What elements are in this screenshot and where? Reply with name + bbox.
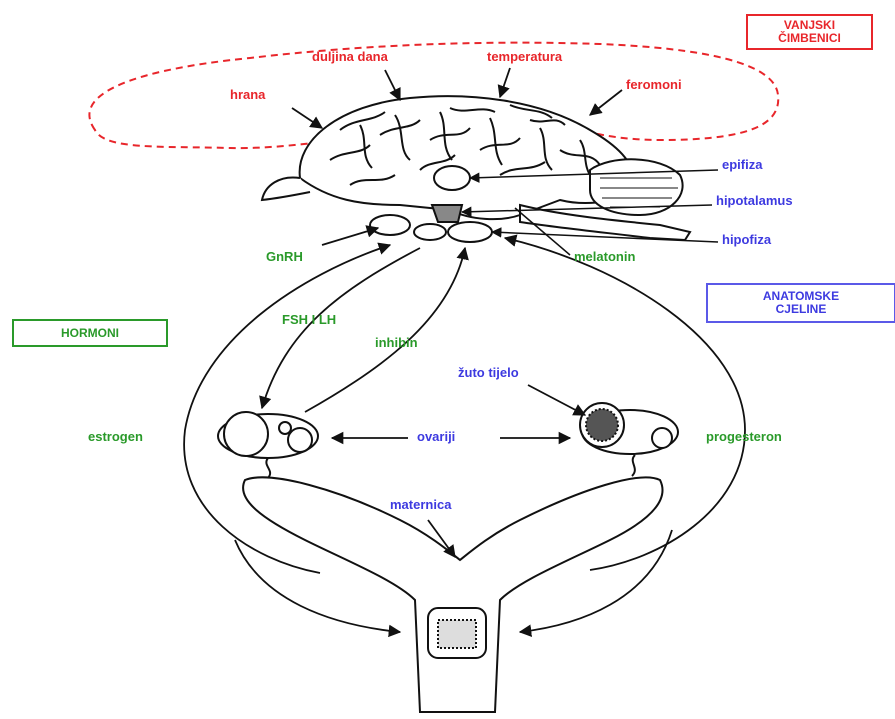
- label-ovaries: ovariji: [417, 430, 455, 443]
- label-pineal: epifiza: [722, 158, 762, 171]
- corpus-luteum-pointer: [528, 385, 585, 415]
- label-gnrh: GnRH: [266, 250, 303, 263]
- corpus-luteum-ovary-icon: [580, 403, 678, 476]
- label-estrogen: estrogen: [88, 430, 143, 443]
- pituitary-ovary-arrows: [262, 248, 465, 412]
- label-food: hrana: [230, 88, 265, 101]
- label-corpus-luteum: žuto tijelo: [458, 366, 519, 379]
- label-temperature: temperatura: [487, 50, 562, 63]
- label-day-length: duljina dana: [312, 50, 388, 63]
- ovary-follicle-icon: [218, 412, 318, 478]
- label-melatonin: melatonin: [574, 250, 635, 263]
- label-uterus: maternica: [390, 498, 451, 511]
- uterus-illustration: [243, 477, 662, 712]
- legend-hormones: HORMONI: [12, 319, 168, 347]
- gnrh-arrow: [322, 228, 378, 245]
- label-progesterone: progesteron: [706, 430, 782, 443]
- label-fsh-lh: FSH I LH: [282, 313, 336, 326]
- label-hypothalamus: hipotalamus: [716, 194, 793, 207]
- label-inhibin: inhibin: [375, 336, 418, 349]
- label-pituitary: hipofiza: [722, 233, 771, 246]
- label-pheromones: feromoni: [626, 78, 682, 91]
- brain-illustration: [262, 96, 690, 242]
